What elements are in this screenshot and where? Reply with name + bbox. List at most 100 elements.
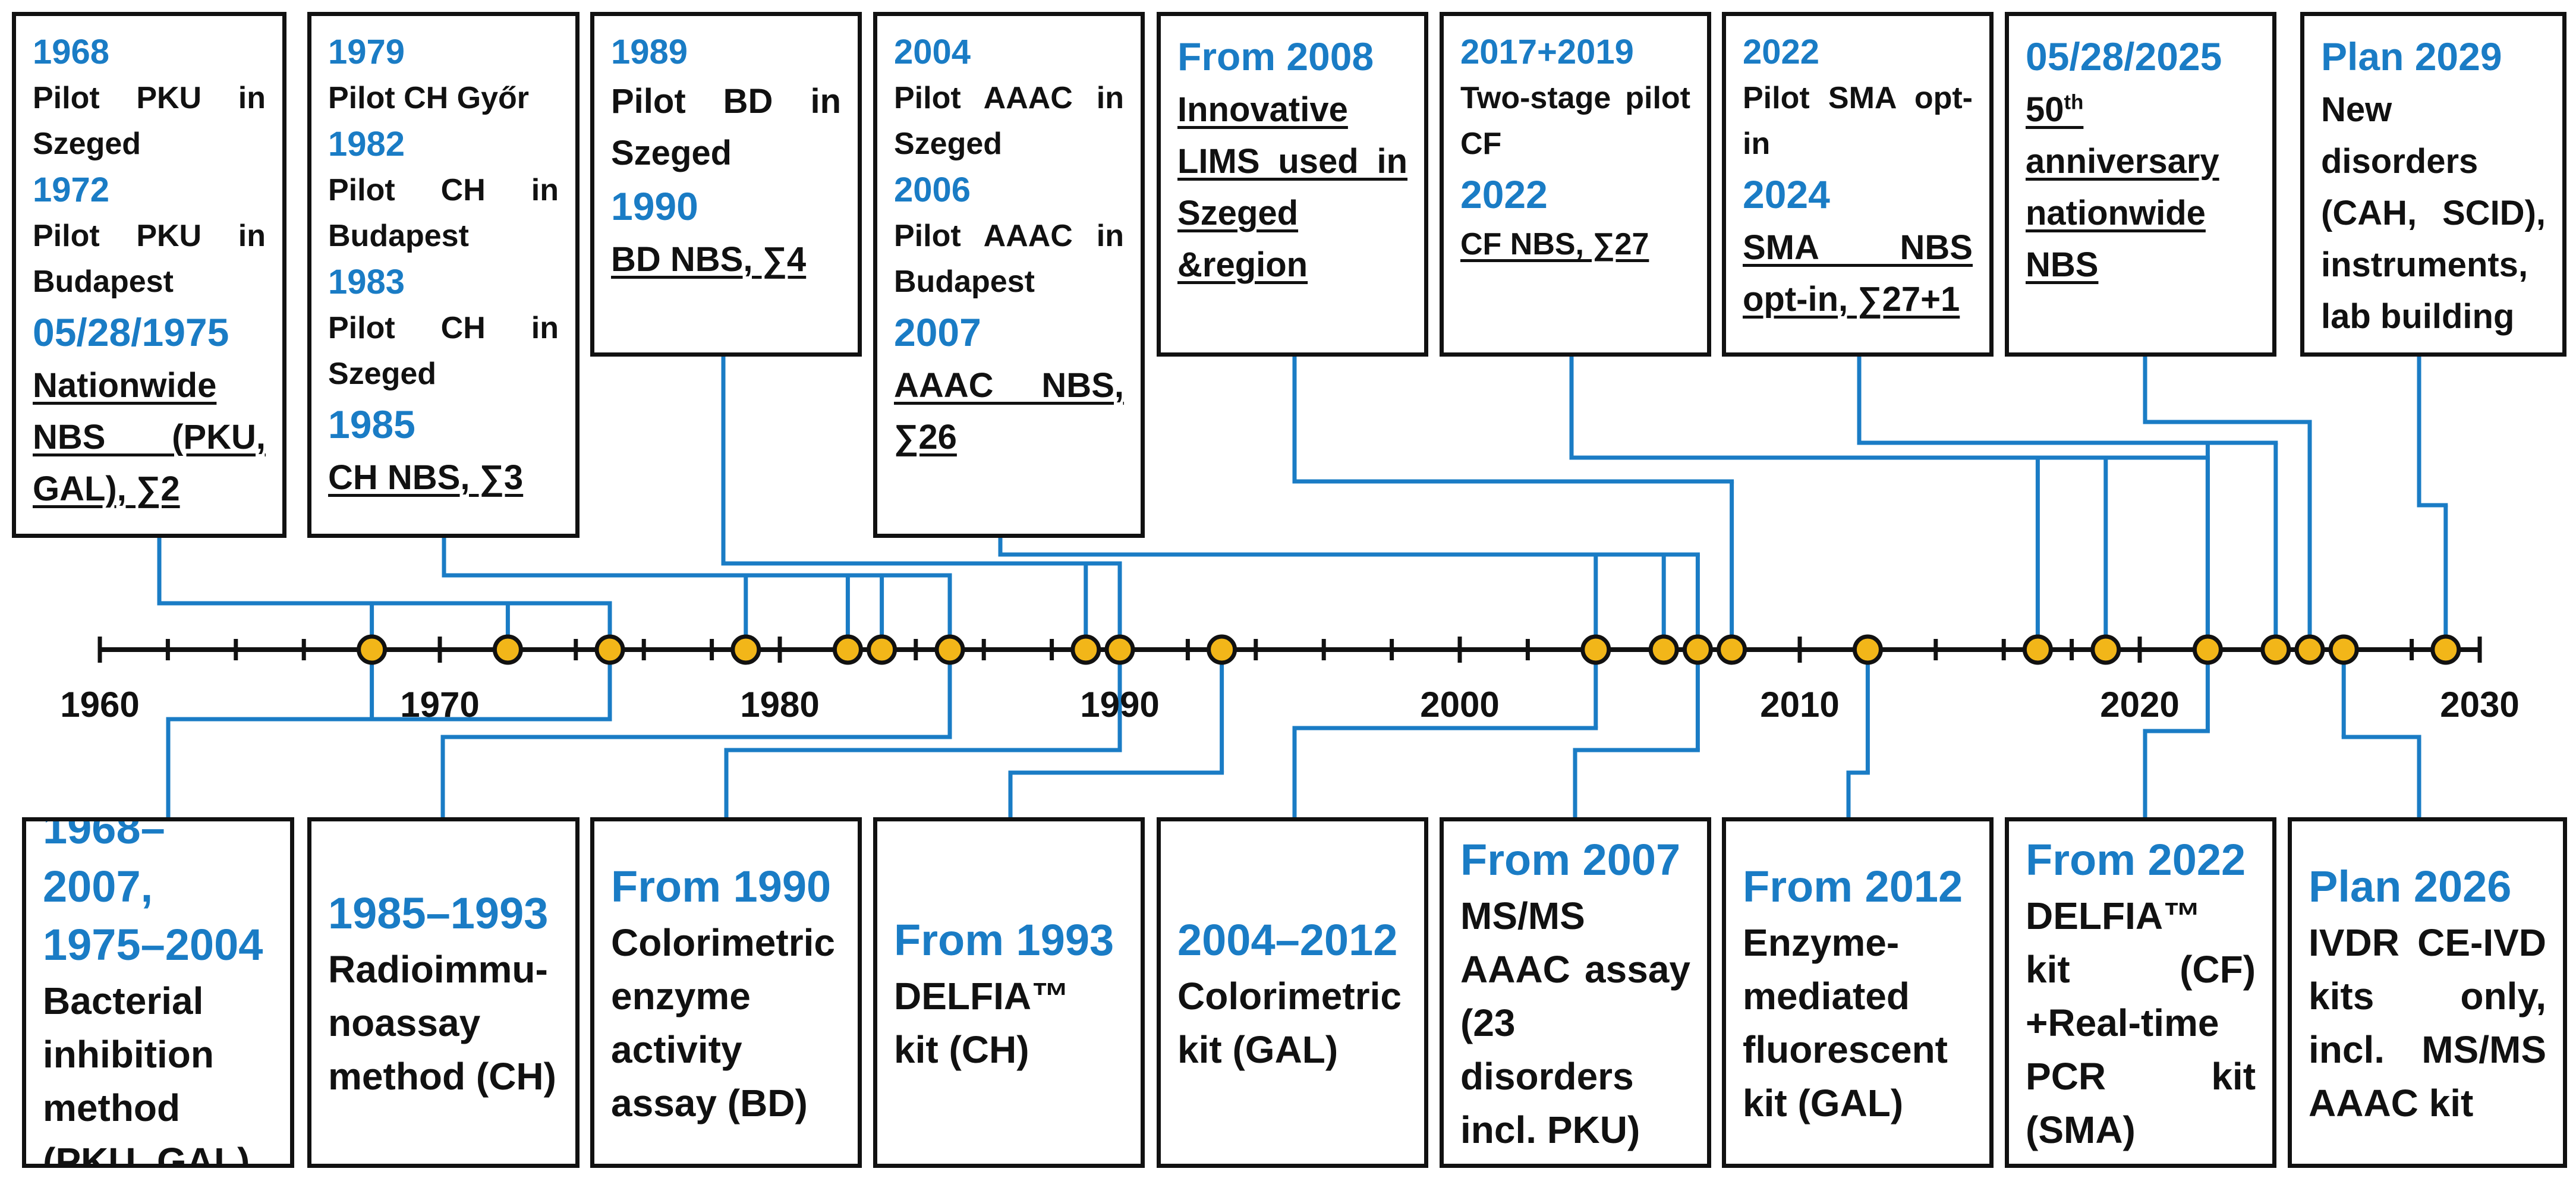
segment-text: CF NBS, ∑27 <box>1460 227 1649 262</box>
axis-label-2030: 2030 <box>2440 685 2519 725</box>
event-dot-1989 <box>1070 634 1101 665</box>
segment-text: 1985 <box>328 402 415 446</box>
segment-text: 2017+2019 <box>1460 33 1634 71</box>
segment-text: SMA NBS opt-in, ∑27+1 <box>1743 228 1973 319</box>
segment-text: Plan 2026 <box>2309 862 2512 911</box>
connector-msms <box>1573 650 1700 817</box>
connector-delfia-cf <box>2143 650 2210 817</box>
bottom-box-ria-text-1: Radioimmu-noassay method (CH) <box>328 943 559 1103</box>
bottom-box-bdassay-text-1: Colorimetric enzyme activity assay (BD) <box>611 916 841 1130</box>
top-box-aaac-text-4: 2007 <box>894 305 1124 360</box>
segment-text: 2004–2012 <box>1177 915 1398 965</box>
segment-text: 2007 <box>894 310 981 354</box>
event-dot-2004 <box>1580 634 1611 665</box>
segment-text: 1982 <box>328 125 405 163</box>
segment-text: From 2012 <box>1743 862 1963 911</box>
segment-text: IVDR CE-IVD kits only, incl. MS/MS AAAC … <box>2309 921 2546 1125</box>
top-box-cf-text-1: Two-stage pilot CF <box>1460 75 1690 167</box>
event-dot-1975 <box>594 634 625 665</box>
top-box-aaac-text-3: Pilot AAAC in Budapest <box>894 213 1124 305</box>
connector-bdassay <box>724 650 1122 817</box>
top-box-ch-text-0: 1979 <box>328 29 559 75</box>
top-box-ch-text-7: CH NBS, ∑3 <box>328 452 559 503</box>
event-dot-1979 <box>730 634 761 665</box>
top-box-ch-text-6: 1985 <box>328 397 559 452</box>
event-dot-1993 <box>1207 634 1237 665</box>
segment-text: Pilot PKU in Szeged <box>33 81 266 161</box>
segment-text: 50 <box>2026 90 2064 129</box>
top-box-anniv-text-1: 50th <box>2026 84 2256 136</box>
top-box-cf-text-0: 2017+2019 <box>1460 29 1690 75</box>
event-dot-2006 <box>1648 634 1679 665</box>
bottom-box-delfia-ch-text-0: From 1993 <box>894 911 1124 969</box>
bottom-box-bdassay-text-0: From 1990 <box>611 858 841 916</box>
bottom-box-ria-text-0: 1985–1993 <box>328 884 559 943</box>
segment-text: 1979 <box>328 33 405 71</box>
bottom-box-enzgal-text-1: Enzyme-mediated fluorescent kit (GAL) <box>1743 916 1973 1130</box>
bottom-box-delfia-cf-text-1: DELFIA™ kit (CF) +Real-time PCR kit (SMA… <box>2026 889 2256 1157</box>
bottom-box-colgal-text-1: Colorimetric kit (GAL) <box>1177 969 1407 1076</box>
connector-anniv <box>2143 357 2312 650</box>
top-box-bd-text-0: 1989 <box>611 29 841 75</box>
connector-plan2029 <box>2417 357 2448 650</box>
segment-text: Pilot AAAC in Budapest <box>894 219 1124 299</box>
connector-pku-gal <box>157 538 612 650</box>
segment-text: Nationwide NBS (PKU, GAL), ∑2 <box>33 366 266 508</box>
event-dot-2012 <box>1852 634 1883 665</box>
top-box-sma-text-2: 2024 <box>1743 167 1973 222</box>
event-dot-2008 <box>1717 634 1747 665</box>
bottom-box-delfia-cf-text-0: From 2022 <box>2026 831 2256 889</box>
top-box-aaac-text-5: AAAC NBS, ∑26 <box>894 360 1124 463</box>
segment-text: From 2022 <box>2026 835 2246 884</box>
bottom-box-msms-text-0: From 2007 <box>1460 831 1690 889</box>
top-box-anniv-text-2: anniversary nationwide NBS <box>2026 136 2256 291</box>
connector-delfia-ch <box>1008 650 1224 817</box>
event-dot-1968 <box>357 634 388 665</box>
bottom-box-ivdr-text-0: Plan 2026 <box>2309 858 2546 916</box>
top-box-bd-text-3: BD NBS, ∑4 <box>611 234 841 285</box>
event-dot-1990 <box>1104 634 1135 665</box>
connector-colgal <box>1292 650 1598 817</box>
segment-text: BD NBS, ∑4 <box>611 240 807 279</box>
event-dot-2029 <box>2430 634 2461 665</box>
event-dot-2019 <box>2090 634 2121 665</box>
segment-text: Pilot AAAC in Szeged <box>894 81 1124 161</box>
superscript: th <box>2064 90 2084 114</box>
bottom-box-colgal-text-0: 2004–2012 <box>1177 911 1407 969</box>
axis-label-1980: 1980 <box>740 685 819 725</box>
segment-text: Pilot PKU in Budapest <box>33 219 266 299</box>
connector-sma <box>1857 357 2278 650</box>
top-box-ch-text-2: 1982 <box>328 121 559 168</box>
segment-text: DELFIA™ kit (CH) <box>894 975 1070 1071</box>
event-markers <box>357 634 2461 665</box>
segment-text: 1968 <box>33 33 110 71</box>
segment-text: Two-stage pilot CF <box>1460 81 1690 161</box>
segment-text: 2004 <box>894 33 971 71</box>
bottom-box-msms-text-1: MS/MS AAAC assay (23 disorders incl. PKU… <box>1460 889 1690 1157</box>
axis-label-2020: 2020 <box>2100 685 2179 725</box>
segment-text: 1968–2007, 1975–2004 <box>43 817 263 969</box>
event-dot-1983 <box>867 634 897 665</box>
segment-text: 2022 <box>1460 172 1548 216</box>
top-box-sma-text-3: SMA NBS opt-in, ∑27+1 <box>1743 222 1973 325</box>
connector-bact <box>166 650 612 817</box>
segment-text: AAAC NBS, ∑26 <box>894 366 1124 456</box>
segment-text: 1990 <box>611 184 698 228</box>
bottom-box-enzgal-text-0: From 2012 <box>1743 858 1973 916</box>
segment-text: Bacterial inhibition method (PKU, GAL) <box>43 979 250 1168</box>
axis-label-2000: 2000 <box>1420 685 1499 725</box>
event-dot-2022 <box>2192 634 2223 665</box>
connector-enzgal <box>1846 650 1870 817</box>
segment-text: From 2008 <box>1177 34 1374 78</box>
